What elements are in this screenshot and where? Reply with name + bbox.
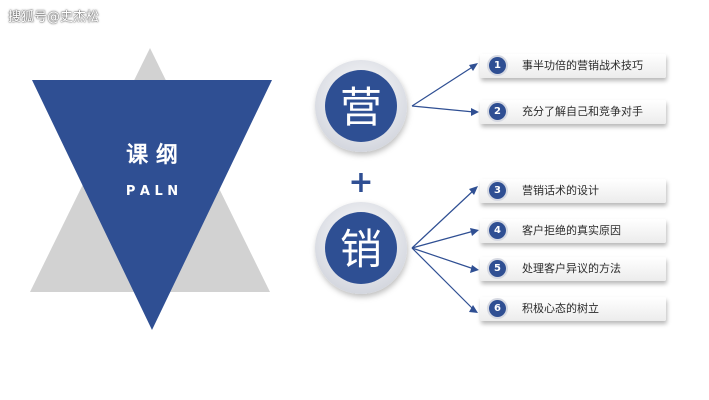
- arrow-head-2: [471, 108, 479, 116]
- xiao-char: 销: [340, 225, 382, 274]
- item-label: 积极心态的树立: [522, 302, 599, 315]
- plus-sign: +: [348, 165, 373, 200]
- title-sub: P A L N: [126, 184, 178, 199]
- arrow-6: [411, 247, 475, 311]
- arrow-4: [411, 230, 475, 249]
- item-label: 充分了解自己和竞争对手: [522, 105, 643, 118]
- item-number-badge: 3: [489, 182, 506, 199]
- item-number-badge: 6: [489, 300, 506, 317]
- list-item: 6 积极心态的树立: [480, 297, 666, 321]
- ying-char: 营: [340, 83, 382, 132]
- connector-arrows: [411, 65, 475, 311]
- item-number-badge: 2: [489, 103, 506, 120]
- item-label: 处理客户异议的方法: [522, 262, 621, 275]
- item-number-badge: 1: [489, 57, 506, 74]
- arrow-head-4: [470, 228, 479, 236]
- arrow-1: [411, 65, 475, 107]
- list-item: 2 充分了解自己和竞争对手: [480, 100, 666, 124]
- ying-circle: [315, 60, 407, 152]
- item-number-badge: 5: [489, 260, 506, 277]
- item-number-badge: 4: [489, 222, 506, 239]
- watermark-text: 搜狐号@史杰松: [8, 10, 100, 25]
- list-item: 3 营销话术的设计: [480, 179, 666, 203]
- arrow-3: [411, 189, 475, 249]
- item-label: 营销话术的设计: [522, 184, 599, 197]
- xiao-circle: [315, 202, 407, 294]
- arrow-heads: [469, 63, 479, 313]
- list-item: 5 处理客户异议的方法: [480, 257, 666, 281]
- item-label: 客户拒绝的真实原因: [522, 224, 621, 237]
- arrow-head-3: [469, 186, 478, 195]
- arrow-5: [411, 247, 475, 270]
- arrow-head-6: [469, 305, 478, 313]
- blue-triangle: [32, 80, 272, 330]
- list-item: 1 事半功倍的营销战术技巧: [480, 54, 666, 78]
- item-label: 事半功倍的营销战术技巧: [522, 59, 643, 72]
- arrow-head-1: [469, 63, 478, 71]
- arrow-head-5: [470, 265, 479, 273]
- arrow-2: [411, 105, 475, 113]
- title-main: 课 纲: [126, 142, 178, 168]
- list-item: 4 客户拒绝的真实原因: [480, 219, 666, 243]
